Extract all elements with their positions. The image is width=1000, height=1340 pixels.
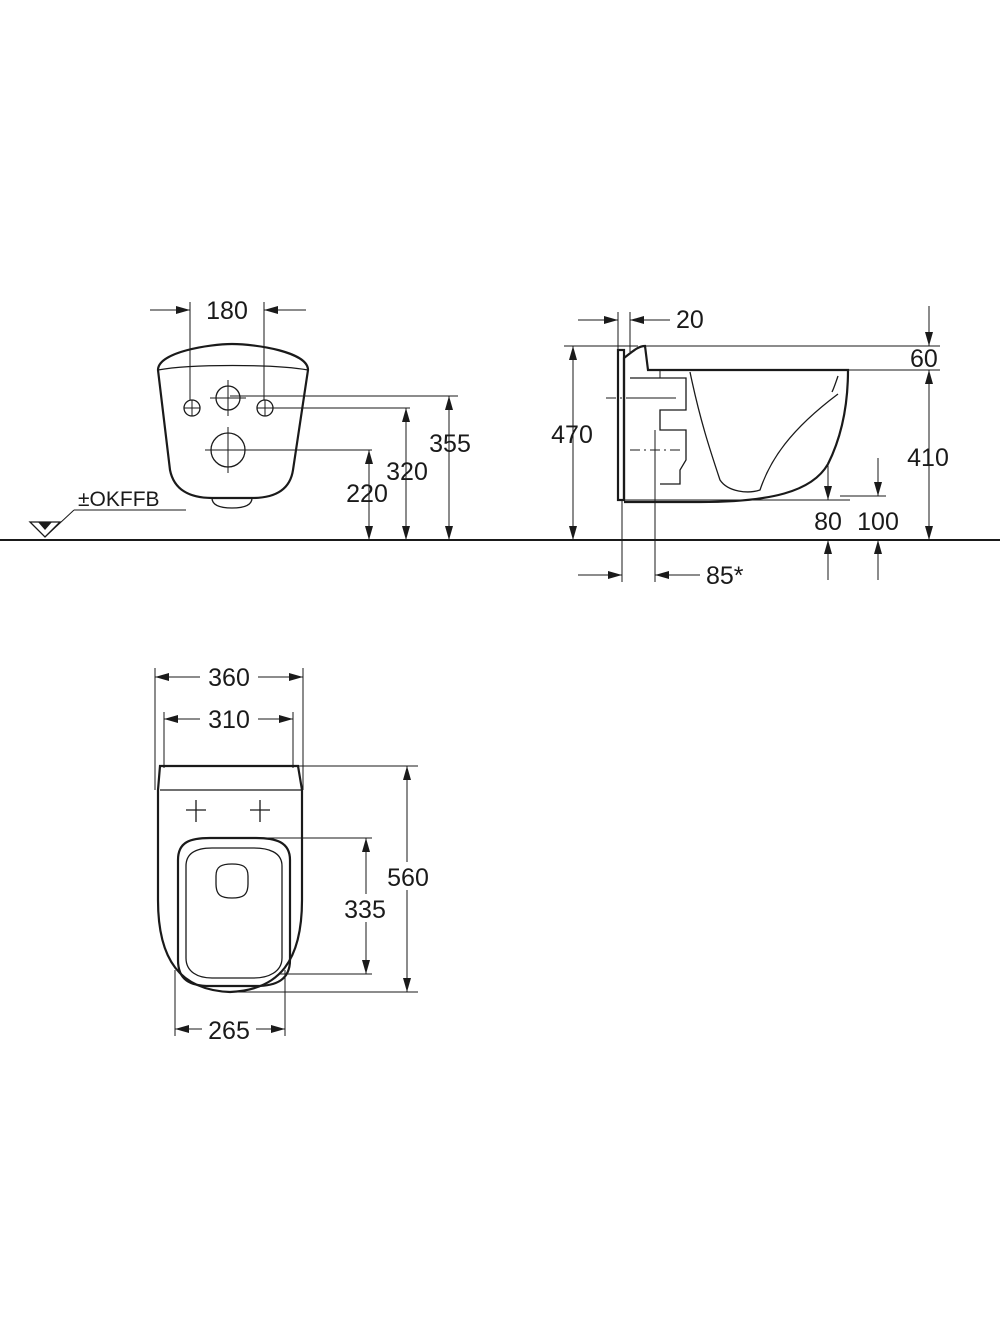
dim-220: 220 (346, 480, 388, 508)
front-view: 180 355 320 220 ±OKFFB (28, 297, 471, 540)
bowl-opening (215, 863, 249, 899)
inner-bowl (689, 371, 839, 493)
dim-310: 310 (208, 706, 250, 734)
waste-outlet (205, 427, 251, 473)
top-view-outline (156, 764, 304, 994)
dim-60: 60 (910, 345, 938, 373)
dim-410: 410 (907, 444, 949, 472)
side-view-outline (622, 344, 850, 504)
seat-inner (185, 847, 283, 979)
dim-20: 20 (676, 306, 704, 334)
hinge-left (186, 800, 206, 822)
dim-335: 335 (344, 896, 386, 924)
dim-320: 320 (386, 458, 428, 486)
dim-180: 180 (206, 297, 248, 325)
front-view-top-line (157, 364, 309, 371)
mounting-hole-left (183, 399, 201, 417)
side-view: 20 470 60 410 80 100 (551, 306, 949, 590)
dim-80: 80 (814, 508, 842, 536)
internal-trap (630, 377, 687, 485)
floor-level-symbol (28, 509, 186, 538)
seat-outline (176, 836, 292, 988)
dim-100: 100 (857, 508, 899, 536)
dim-360: 360 (208, 664, 250, 692)
dim-85: 85* (706, 562, 744, 590)
top-view: 360 310 560 335 265 (154, 662, 432, 1045)
dim-265: 265 (208, 1017, 250, 1045)
floor-label: ±OKFFB (78, 488, 160, 511)
dim-560: 560 (387, 864, 429, 892)
water-inlet (210, 380, 246, 416)
front-view-base-foot (211, 497, 253, 509)
hinge-right (250, 800, 270, 822)
dim-470: 470 (551, 421, 593, 449)
dim-355: 355 (429, 430, 471, 458)
